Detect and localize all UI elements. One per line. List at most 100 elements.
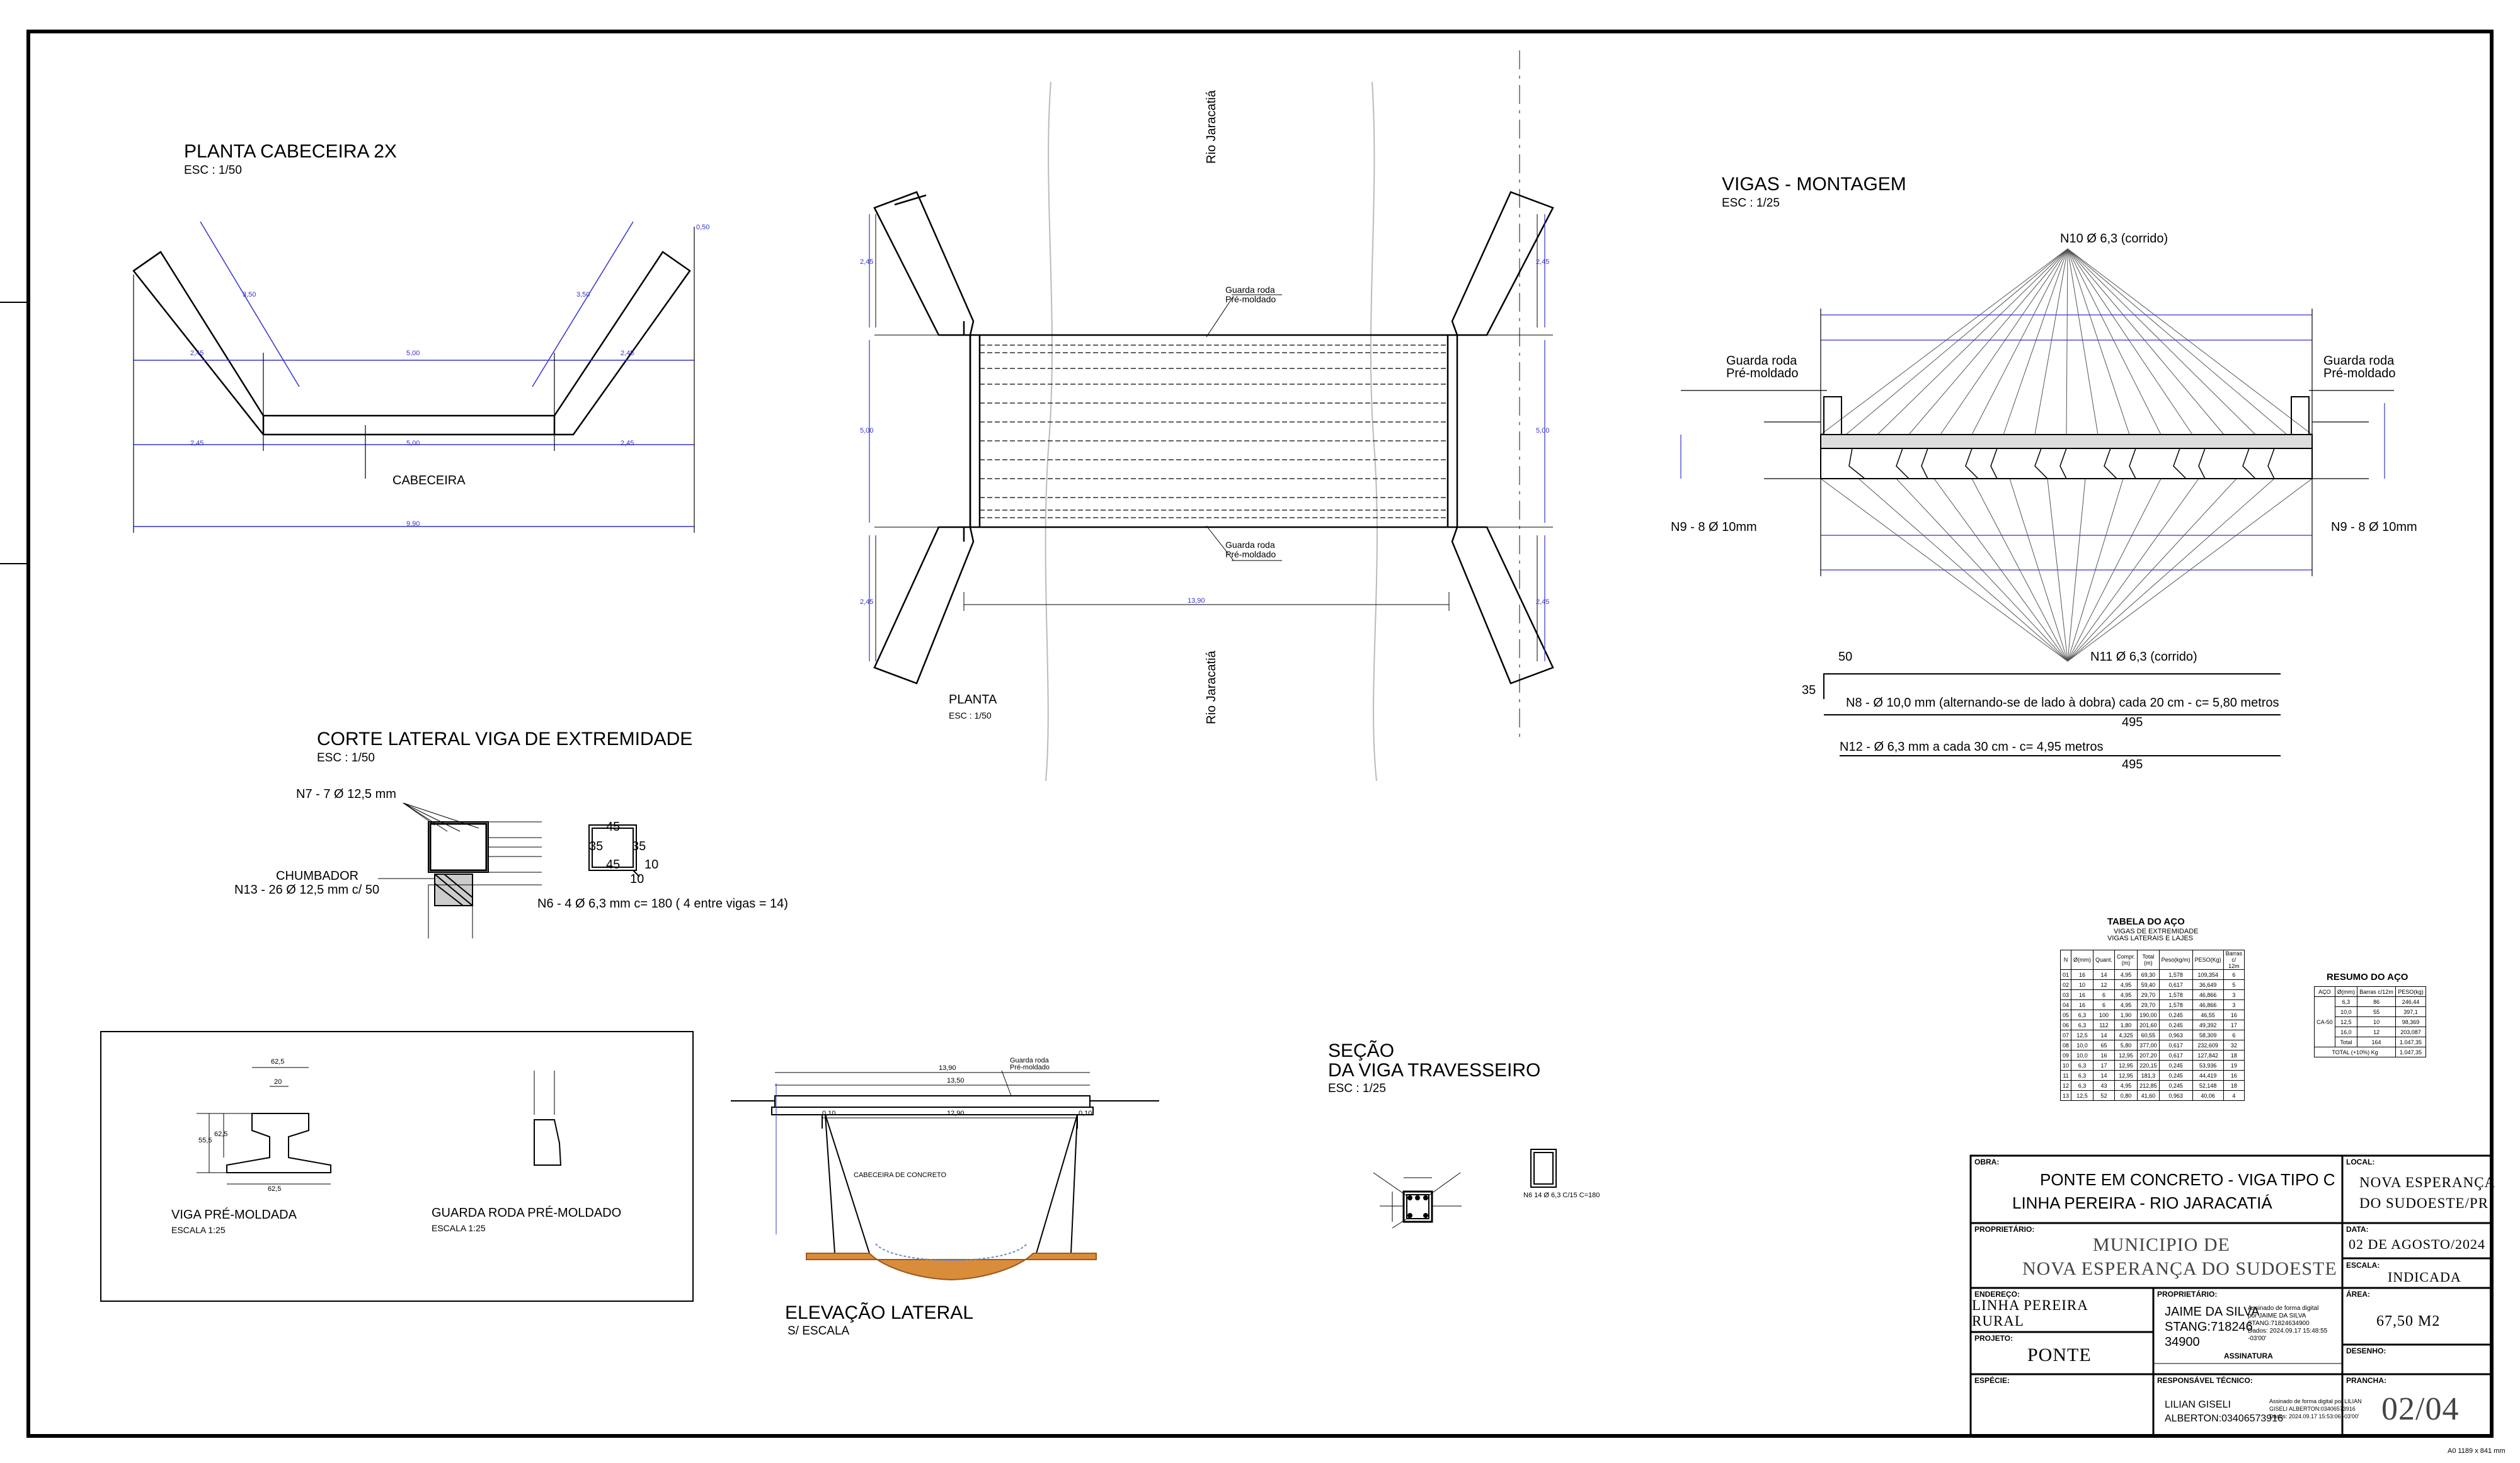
steel-table-cell: 4 xyxy=(2223,1090,2245,1101)
proprietario-line-1: MUNICIPIO DE xyxy=(2093,1234,2230,1255)
steel-table-cell: 36,649 xyxy=(2192,979,2224,990)
dim-label: 62,5 xyxy=(214,1130,228,1138)
steel-table-cell: 44,419 xyxy=(2192,1070,2224,1081)
resumo-table-header: PESO(kg) xyxy=(2395,986,2426,997)
guard-right-label-2: Pré-moldado xyxy=(2323,367,2396,380)
steel-table-cell: 59,40 xyxy=(2137,979,2160,990)
dim-label: 2,45 xyxy=(621,440,634,447)
steel-table-cell: 12 xyxy=(2059,1080,2072,1091)
steel-table-cell: 14 xyxy=(2093,1070,2116,1081)
steel-table-cell: 14 xyxy=(2093,969,2116,980)
steel-table-cell: 5,80 xyxy=(2114,1040,2138,1050)
secao-title-1: SEÇÃO xyxy=(1328,1040,1395,1061)
steel-table-cell: 18 xyxy=(2223,1080,2245,1091)
dim-label: 2,45 xyxy=(860,598,874,606)
steel-table-cell: 6,3 xyxy=(2071,1060,2094,1071)
steel-table-cell: 06 xyxy=(2059,1020,2072,1030)
steel-table-header: Ø(mm) xyxy=(2071,950,2094,970)
steel-table-cell: 377,00 xyxy=(2137,1040,2160,1050)
dim-label: 2,45 xyxy=(621,350,634,357)
n12-length: 495 xyxy=(2122,758,2143,771)
resumo-table-cell: 12 xyxy=(2357,1027,2397,1037)
obra-line-1: PONTE EM CONCRETO - VIGA TIPO C xyxy=(2040,1170,2335,1189)
river-label-bottom: Rio Jaracatiá xyxy=(1205,651,1218,724)
tabela-aco-sub-1: VIGAS DE EXTREMIDADE xyxy=(2114,928,2199,935)
corte-lateral-scale: ESC : 1/50 xyxy=(317,751,375,765)
steel-table-cell: 13 xyxy=(2059,1090,2072,1101)
prop2-signature: STANG:71824634900 xyxy=(2248,1320,2310,1327)
steel-table-cell: 46,866 xyxy=(2192,989,2224,1000)
dim-label: 13,50 xyxy=(947,1077,965,1084)
desenho-caption: DESENHO: xyxy=(2346,1346,2386,1355)
dim-label: 2,45 xyxy=(1536,258,1550,266)
prop2-name-1: JAIME DA SILVA xyxy=(2165,1305,2260,1319)
steel-table-cell: 6,3 xyxy=(2071,1070,2094,1081)
steel-table-cell: 100 xyxy=(2093,1010,2116,1020)
guard-label-top: Guarda roda xyxy=(1225,285,1275,295)
escala-value: INDICADA xyxy=(2388,1269,2461,1285)
steel-table-cell: 4,95 xyxy=(2114,969,2138,980)
secao-n6: N6 14 Ø 6,3 C/15 C=180 xyxy=(1523,1192,1600,1199)
prop2-name-2: STANG:718246 xyxy=(2165,1320,2253,1334)
dim-label: 2,45 xyxy=(190,350,204,357)
steel-table-cell: 6 xyxy=(2223,1030,2245,1040)
n8-length: 495 xyxy=(2122,715,2143,729)
steel-table-cell: 6 xyxy=(2093,989,2116,1000)
resumo-table-header: AÇO xyxy=(2314,986,2335,997)
steel-table-cell: 10 xyxy=(2059,1060,2072,1071)
dim-label: 3,50 xyxy=(243,291,256,299)
steel-table-cell: 6,3 xyxy=(2071,1010,2094,1020)
steel-table-cell: 16 xyxy=(2071,989,2094,1000)
steel-table-cell: 16 xyxy=(2223,1070,2245,1081)
steel-table-cell: 52,148 xyxy=(2192,1080,2224,1091)
dim-label: 0,10 xyxy=(822,1110,836,1117)
viga-pre-title: VIGA PRÉ-MOLDADA xyxy=(171,1208,297,1222)
steel-table-cell: 0,245 xyxy=(2158,1080,2193,1091)
dim-label: 9,90 xyxy=(406,520,420,528)
steel-table-cell: 181,3 xyxy=(2137,1070,2160,1081)
steel-table-cell: 01 xyxy=(2059,969,2072,980)
steel-table-cell: 46,866 xyxy=(2192,999,2224,1010)
area-value: 67,50 M2 xyxy=(2376,1313,2441,1329)
steel-table-cell: 3 xyxy=(2223,999,2245,1010)
dim-label: 5,00 xyxy=(406,350,420,357)
dim-label: 0,50 xyxy=(696,224,710,231)
steel-table-cell: 4,95 xyxy=(2114,979,2138,990)
steel-table-cell: 41,60 xyxy=(2137,1090,2160,1101)
resumo-group: CA-50 xyxy=(2314,996,2335,1047)
planta-scale: ESC : 1/50 xyxy=(949,710,992,720)
guard-left-label: Guarda roda xyxy=(1726,354,1797,368)
steel-table-cell: 1,578 xyxy=(2158,999,2193,1010)
resumo-table-cell: Total xyxy=(2334,1037,2358,1047)
elevacao-guard: Guarda roda xyxy=(1010,1057,1049,1064)
tabela-aco-sub-2: VIGAS LATERAIS E LAJES xyxy=(2107,935,2194,942)
steel-table-header: N xyxy=(2059,950,2072,970)
resp-signature: Dados: 2024.09.17 15:53:06 -03'00' xyxy=(2269,1413,2359,1420)
steel-table-cell: 6,3 xyxy=(2071,1080,2094,1091)
steel-table-cell: 10,0 xyxy=(2071,1040,2094,1050)
resp-name-1: LILIAN GISELI xyxy=(2165,1399,2231,1410)
steel-table-cell: 19 xyxy=(2223,1060,2245,1071)
steel-table-cell: 127,842 xyxy=(2192,1050,2224,1061)
local-caption: LOCAL: xyxy=(2346,1158,2375,1166)
steel-table-cell: 10 xyxy=(2071,979,2094,990)
steel-table-header: PESO(Kg) xyxy=(2192,950,2224,970)
guard-label-top-2: Pré-moldado xyxy=(1225,294,1276,304)
resumo-total-label: TOTAL (+10%) Kg xyxy=(2313,1047,2397,1057)
steel-table-cell: 6 xyxy=(2223,969,2245,980)
steel-table-cell: 49,392 xyxy=(2192,1020,2224,1030)
planta-title: PLANTA xyxy=(949,693,997,707)
n10-label: N10 Ø 6,3 (corrido) xyxy=(2060,232,2168,246)
steel-table-cell: 0,80 xyxy=(2114,1090,2138,1101)
dim-label: 20 xyxy=(274,1078,282,1086)
resp-name-2: ALBERTON:03406573916 xyxy=(2165,1413,2283,1424)
corte-lateral-drawing xyxy=(378,802,640,938)
secao-title-2: DA VIGA TRAVESSEIRO xyxy=(1328,1060,1541,1081)
